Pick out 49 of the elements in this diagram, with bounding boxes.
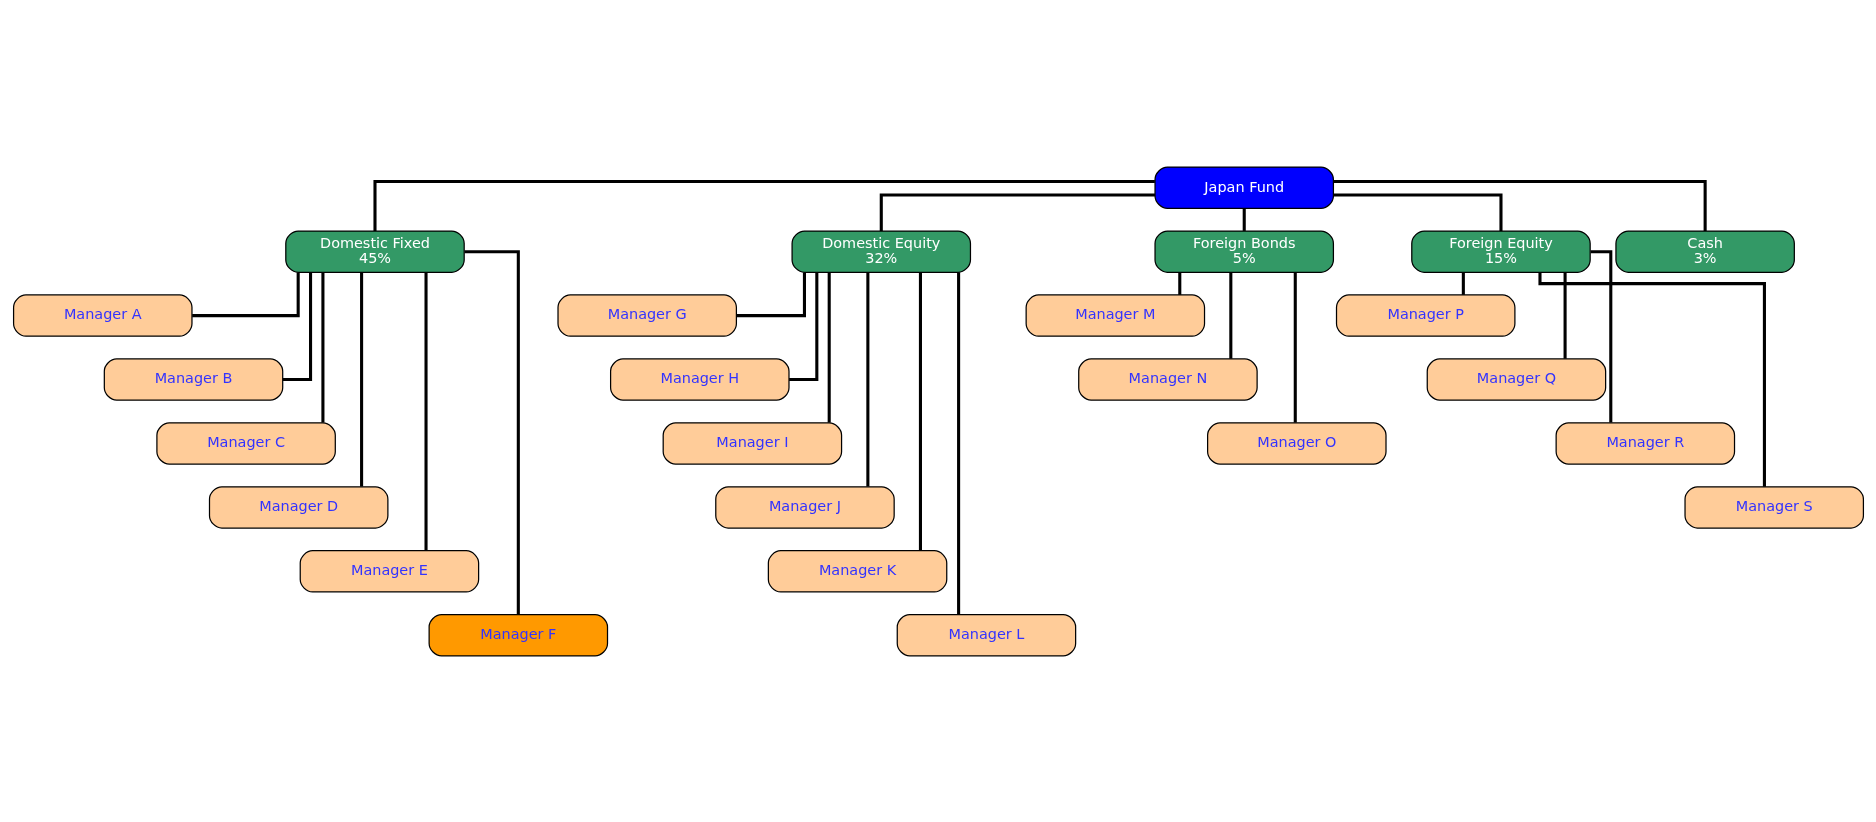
connector bbox=[1563, 272, 1567, 359]
connector bbox=[736, 272, 806, 317]
connector bbox=[464, 249, 520, 615]
connector bbox=[320, 272, 324, 423]
node-box: Cash 3% bbox=[1614, 229, 1795, 273]
node-box: Manager Q bbox=[1426, 357, 1606, 401]
connector bbox=[956, 271, 960, 615]
node-box: Manager J bbox=[714, 485, 895, 529]
node-box: Manager R bbox=[1555, 421, 1735, 465]
node-box: Manager A bbox=[12, 293, 193, 337]
node-box: Manager I bbox=[662, 421, 842, 465]
connector bbox=[1537, 271, 1766, 487]
node-box: Manager N bbox=[1077, 357, 1258, 401]
node-box: Manager O bbox=[1206, 421, 1387, 465]
connector bbox=[1333, 192, 1503, 231]
node-box: Domestic Fixed 45% bbox=[284, 229, 465, 273]
connector bbox=[788, 272, 818, 381]
node-box: Manager E bbox=[299, 549, 479, 593]
connector bbox=[918, 272, 922, 551]
connector bbox=[1590, 249, 1612, 423]
connector bbox=[1242, 208, 1246, 231]
node-box: Manager K bbox=[767, 549, 947, 593]
node-box: Manager H bbox=[609, 357, 790, 401]
connector bbox=[827, 272, 831, 423]
connector bbox=[879, 192, 1155, 231]
node-box: Domestic Equity 32% bbox=[790, 229, 971, 273]
connector bbox=[372, 179, 1155, 231]
connector bbox=[1333, 179, 1707, 231]
connector bbox=[282, 272, 312, 381]
connector bbox=[191, 272, 300, 317]
node-box: Manager M bbox=[1025, 293, 1205, 337]
connector bbox=[865, 272, 869, 487]
node-box: Manager L bbox=[896, 613, 1076, 656]
connector bbox=[1293, 272, 1297, 423]
connector bbox=[1177, 272, 1181, 295]
node-box: Japan Fund bbox=[1153, 166, 1334, 209]
connector bbox=[424, 272, 428, 551]
node-box: Manager F bbox=[428, 613, 608, 656]
connector bbox=[1228, 272, 1232, 359]
connector bbox=[359, 272, 363, 487]
node-box: Manager P bbox=[1335, 293, 1515, 337]
node-box: Manager D bbox=[208, 485, 388, 529]
node-box: Foreign Equity 15% bbox=[1410, 229, 1591, 273]
node-box: Manager S bbox=[1683, 485, 1864, 529]
node-box: Manager G bbox=[556, 293, 737, 337]
node-box: Foreign Bonds 5% bbox=[1153, 229, 1334, 273]
node-box: Manager B bbox=[103, 357, 283, 401]
connector bbox=[1461, 272, 1465, 295]
node-box: Manager C bbox=[155, 421, 336, 465]
